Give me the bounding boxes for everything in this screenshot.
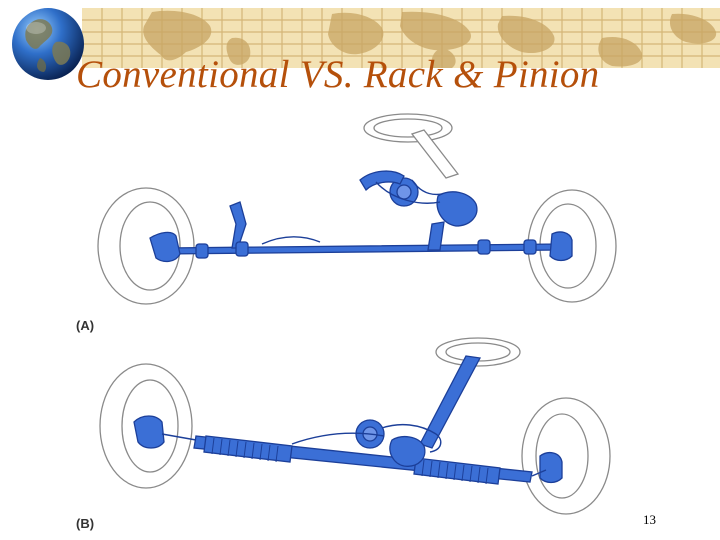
left-rack-boot: [203, 435, 293, 463]
figure-b-label: (B): [76, 516, 95, 531]
world-map-banner: [82, 8, 720, 68]
figure-a-label: (A): [76, 318, 95, 333]
steering-column: [419, 355, 482, 449]
steering-gearbox: [436, 191, 478, 227]
steering-wheel: [363, 113, 453, 143]
globe-icon: [12, 8, 84, 80]
right-rack-boot: [413, 457, 501, 485]
page-number: 13: [643, 512, 656, 527]
conventional-steering-diagram: [97, 113, 617, 305]
tie-rod: [163, 243, 561, 255]
rack-and-pinion-diagram: [99, 337, 611, 515]
slide-title: Conventional VS. Rack & Pinion: [76, 53, 600, 96]
pinion-valve-body: [389, 435, 426, 467]
